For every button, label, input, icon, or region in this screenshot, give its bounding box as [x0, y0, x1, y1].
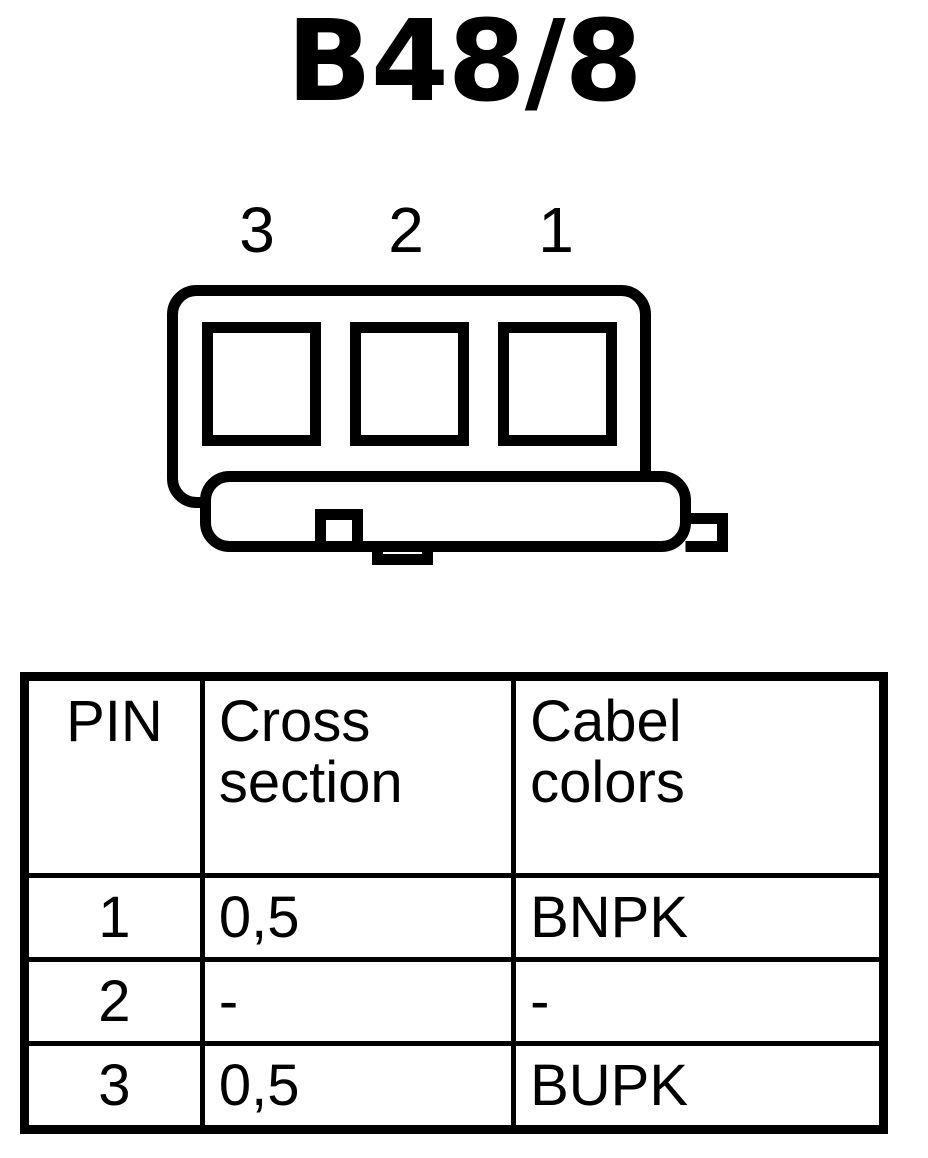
cell-pin: 3	[22, 1041, 205, 1132]
retaining-tab	[372, 546, 433, 565]
cell-pin: 1	[22, 873, 205, 962]
latch-tab	[685, 513, 728, 552]
table-row: 2 - -	[22, 957, 886, 1046]
header-cell-pin: PIN	[22, 674, 205, 878]
pinout-table: PIN Cross section Cabel colors 1 0,5 BNP…	[20, 672, 888, 1134]
cell-pin: 2	[22, 957, 205, 1046]
cell-cable-colors: BNPK	[511, 873, 886, 962]
locking-bar-notch	[315, 509, 363, 547]
header-colors-line-1: Cabel	[530, 689, 682, 754]
page-title: B48/8	[286, 0, 642, 127]
cell-cable-colors: -	[511, 957, 886, 1046]
terminal-cavity-3	[202, 322, 321, 446]
cavity-number-label-2: 2	[388, 194, 424, 266]
terminal-cavity-2	[350, 322, 469, 446]
header-cross-line-1: Cross	[218, 689, 371, 754]
locking-bar	[200, 471, 691, 552]
cell-cross-section: -	[199, 957, 517, 1046]
table-header-row: PIN Cross section Cabel colors	[22, 674, 886, 878]
table-row: 1 0,5 BNPK	[22, 873, 886, 962]
header-colors-line-2: colors	[530, 750, 685, 816]
cell-cable-colors: BUPK	[511, 1041, 886, 1132]
header-cross-line-2: section	[218, 750, 403, 816]
table-row: 3 0,5 BUPK	[22, 1041, 886, 1132]
cell-cross-section: 0,5	[199, 1041, 517, 1132]
connector-diagram	[167, 285, 728, 565]
header-cell-cable-colors: Cabel colors	[511, 674, 886, 878]
cell-cross-section: 0,5	[199, 873, 517, 962]
cavity-number-label-1: 1	[538, 194, 574, 266]
header-cell-cross-section: Cross section	[199, 674, 517, 878]
terminal-cavity-1	[498, 322, 617, 446]
cavity-number-label-3: 3	[239, 194, 275, 266]
header-pin-line-1: PIN	[66, 689, 163, 754]
